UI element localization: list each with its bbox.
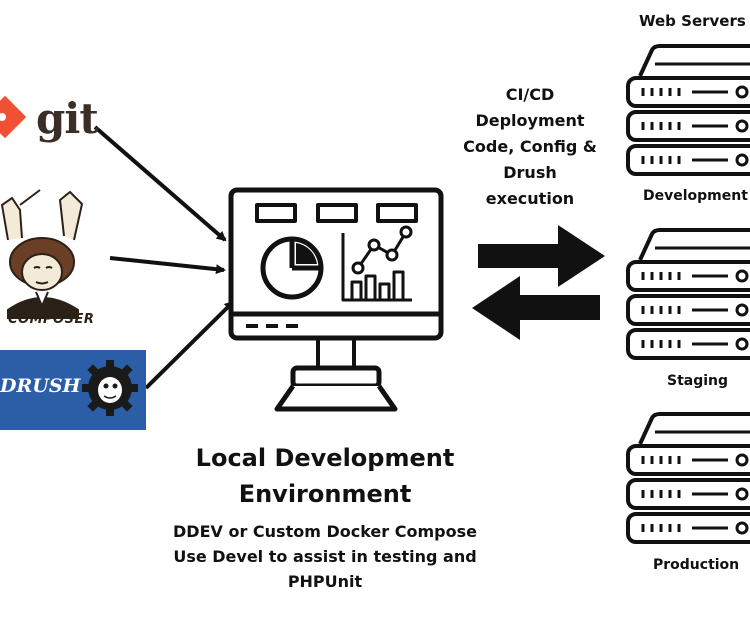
server-label-production: Production	[653, 557, 740, 573]
local-dev-title-line: Environment	[238, 480, 412, 508]
local-dev-sub-line: DDEV or Custom Docker Compose	[173, 522, 477, 541]
arrow-git-to-local	[93, 125, 227, 242]
arrow-composer-to-local	[109, 256, 226, 275]
cicd-line: Deployment	[475, 111, 585, 130]
server-label-development: Development	[643, 188, 748, 204]
local-dev-title: Local Development Environment	[150, 440, 500, 512]
cicd-line: CI/CD	[505, 85, 555, 104]
server-stack-production-icon	[626, 412, 750, 544]
arrow-drush-to-local	[144, 300, 235, 390]
server-label-staging: Staging	[667, 373, 729, 389]
server-stack-staging-icon	[626, 228, 750, 360]
cicd-line: Drush	[503, 163, 557, 182]
drush-logo-text: DRUSH	[0, 375, 81, 397]
cicd-label: CI/CD Deployment Code, Config & Drush ex…	[440, 82, 620, 212]
local-dev-description: DDEV or Custom Docker Compose Use Devel …	[140, 519, 510, 594]
web-servers-heading: Web Servers	[639, 12, 746, 30]
composer-logo-text: COMPOSER	[8, 312, 95, 327]
local-dev-sub-line: PHPUnit	[287, 572, 363, 591]
server-stack-development-icon	[626, 44, 750, 176]
git-logo-text: git	[36, 94, 99, 143]
cicd-line: execution	[485, 189, 575, 208]
deploy-arrow-icon	[478, 225, 605, 287]
local-dev-sub-line: Use Devel to assist in testing and	[173, 547, 477, 566]
local-dev-title-line: Local Development	[195, 444, 455, 472]
monitor-icon	[228, 187, 444, 412]
return-arrow-icon	[472, 276, 600, 340]
git-logo-icon	[0, 95, 27, 139]
composer-logo-icon	[0, 189, 84, 319]
cicd-line: Code, Config &	[463, 137, 597, 156]
